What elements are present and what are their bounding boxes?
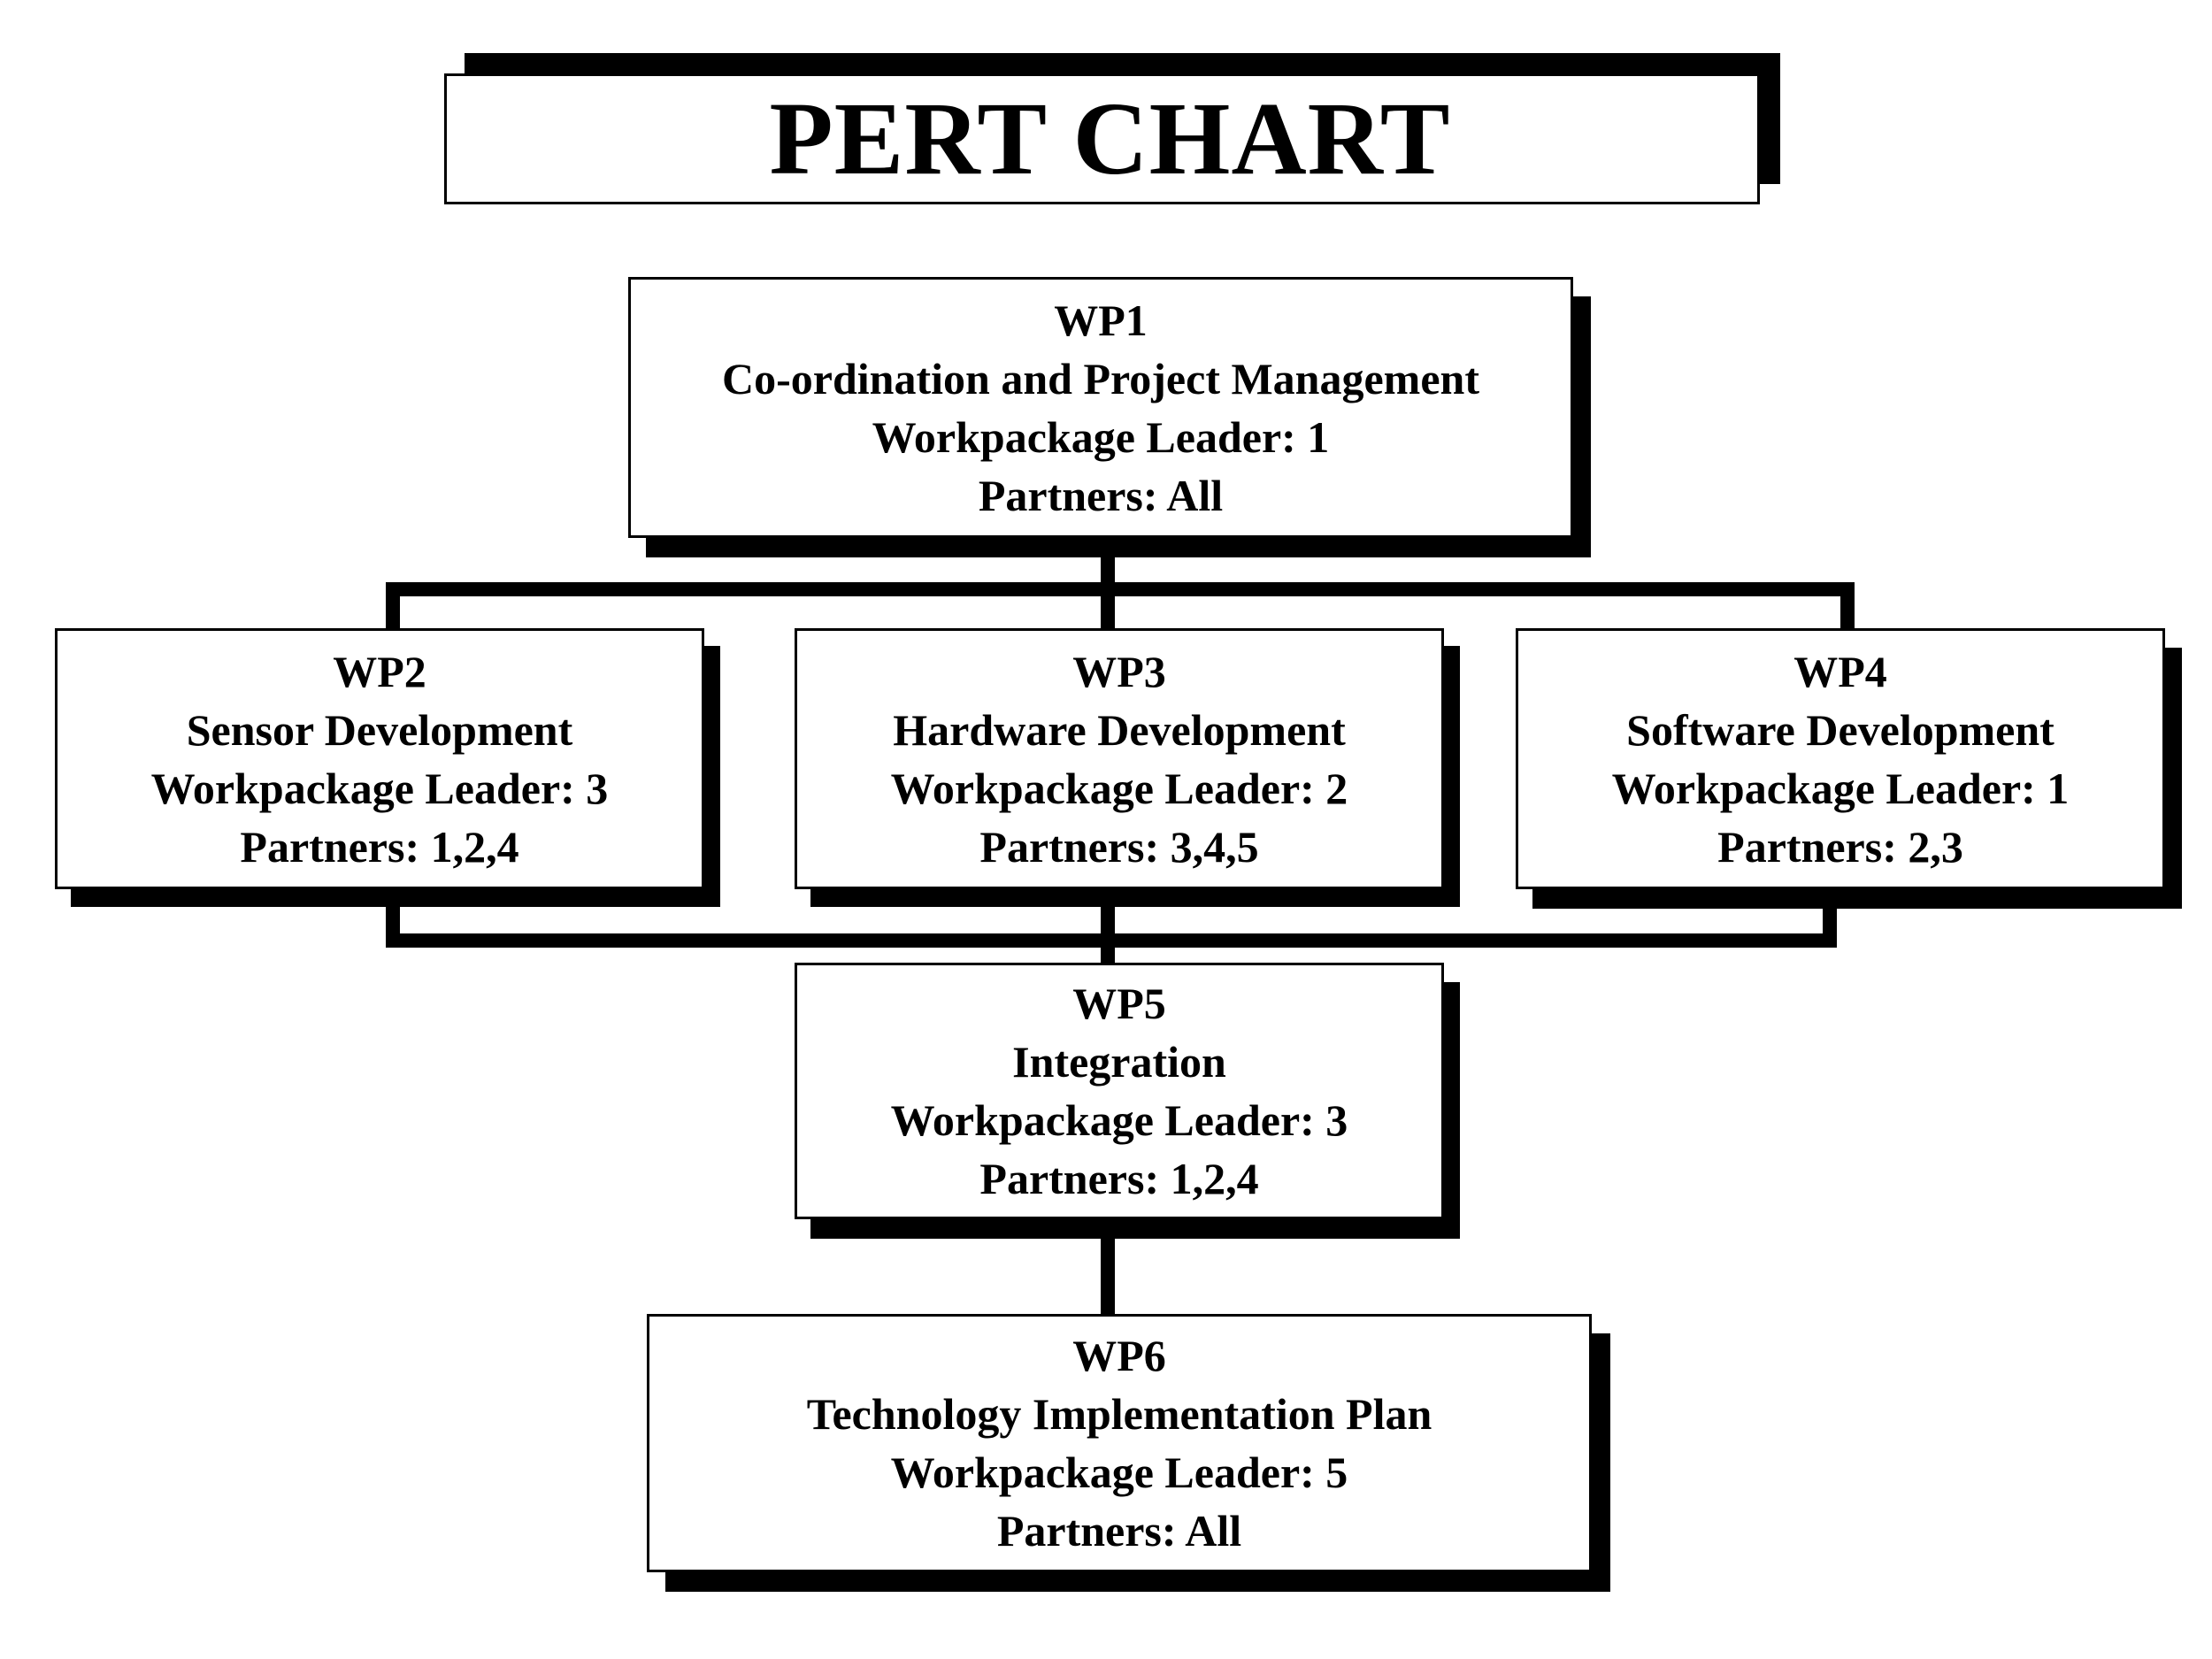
connector-wp3-to-wp5 [1101, 885, 1115, 973]
wp1-leader: Workpackage Leader: 1 [872, 411, 1330, 462]
wp6-box: WP6 Technology Implementation Plan Workp… [647, 1314, 1592, 1572]
wp3-name: Hardware Development [893, 704, 1346, 755]
wp2-box: WP2 Sensor Development Workpackage Leade… [55, 628, 704, 889]
wp3-box: WP3 Hardware Development Workpackage Lea… [795, 628, 1444, 889]
wp6-leader: Workpackage Leader: 5 [890, 1448, 1348, 1497]
wp4-partners: Partners: 2,3 [1717, 821, 1963, 872]
connector-top-bus [386, 582, 1855, 596]
page-title: PERT CHART [769, 81, 1451, 196]
wp6-code: WP6 [1072, 1331, 1166, 1380]
wp5-code: WP5 [1072, 979, 1166, 1028]
wp5-name: Integration [1012, 1037, 1226, 1087]
wp6-name: Technology Implementation Plan [806, 1389, 1432, 1439]
wp4-code: WP4 [1793, 646, 1887, 696]
wp2-name: Sensor Development [186, 704, 573, 755]
title-box: PERT CHART [444, 73, 1760, 204]
connector-bus-to-wp4 [1840, 582, 1855, 632]
wp4-name: Software Development [1626, 704, 2055, 755]
connector-bus-to-wp2 [386, 582, 400, 632]
wp6-partners: Partners: All [996, 1506, 1242, 1555]
wp1-partners: Partners: All [978, 470, 1224, 520]
wp3-leader: Workpackage Leader: 2 [890, 763, 1348, 813]
wp5-box: WP5 Integration Workpackage Leader: 3 Pa… [795, 963, 1444, 1219]
connector-wp5-to-wp6 [1101, 1225, 1115, 1314]
wp4-box: WP4 Software Development Workpackage Lea… [1516, 628, 2165, 889]
wp2-leader: Workpackage Leader: 3 [150, 763, 609, 813]
wp1-name: Co-ordination and Project Management [722, 353, 1479, 403]
wp2-code: WP2 [333, 646, 426, 696]
wp5-partners: Partners: 1,2,4 [979, 1154, 1259, 1203]
wp2-partners: Partners: 1,2,4 [240, 821, 519, 872]
wp4-leader: Workpackage Leader: 1 [1611, 763, 2070, 813]
wp1-box: WP1 Co-ordination and Project Management… [628, 277, 1573, 538]
wp1-code: WP1 [1054, 295, 1148, 345]
wp3-partners: Partners: 3,4,5 [979, 821, 1259, 872]
wp5-leader: Workpackage Leader: 3 [890, 1095, 1348, 1145]
wp3-code: WP3 [1072, 646, 1166, 696]
